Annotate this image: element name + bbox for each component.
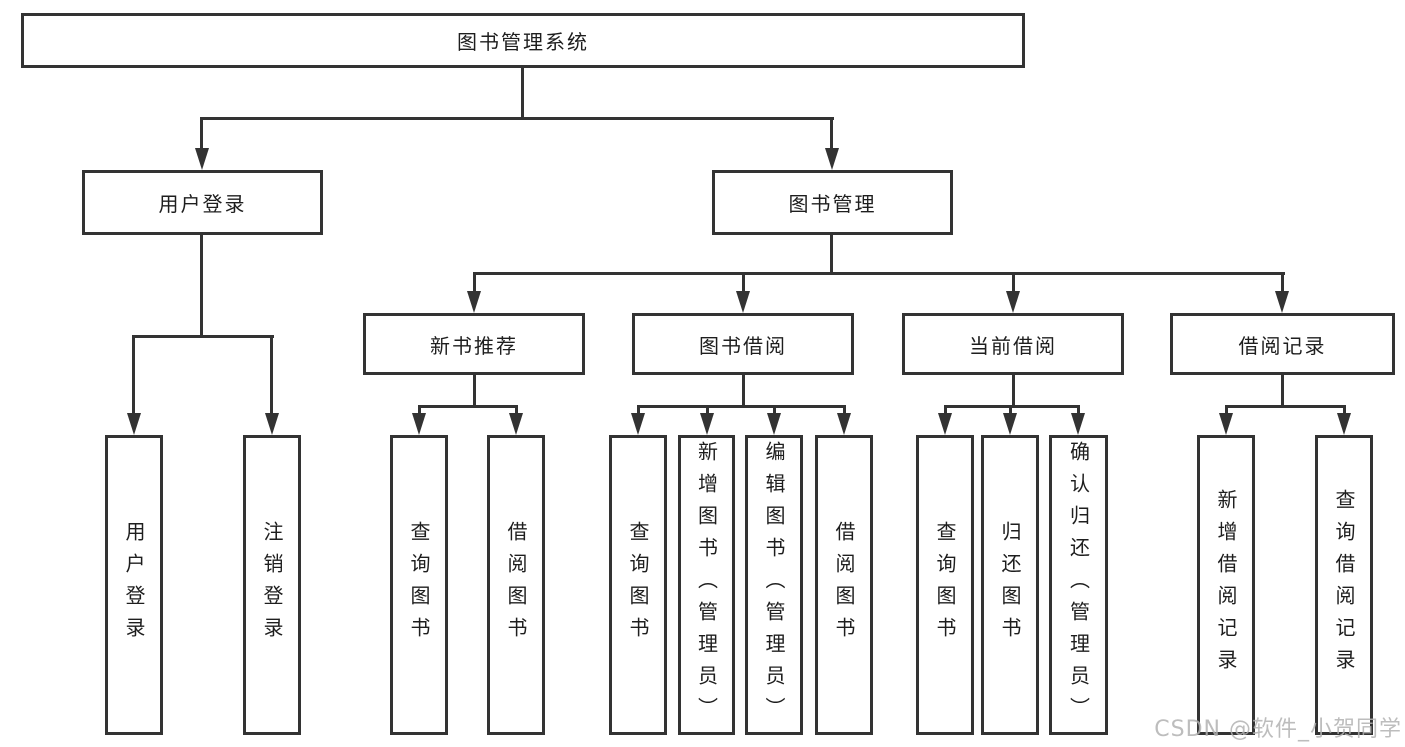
arrowhead-s2-leaf-0-icon	[938, 413, 952, 435]
node-section-label: 图书借阅	[699, 333, 787, 358]
leaf-user-login: 用户登录	[105, 435, 163, 735]
connector-drop-sec-3	[1281, 272, 1284, 291]
connector-root-stem	[521, 68, 524, 118]
leaf-label: 查询图书	[626, 521, 650, 649]
connector-drop-s2-leaf-2	[1077, 405, 1080, 415]
connector-sec-2-rail	[944, 405, 1080, 408]
arrowhead-s3-leaf-0-icon	[1219, 413, 1233, 435]
leaf-edit-book-admin: 编辑图书（管理员）	[745, 435, 803, 735]
arrowhead-s2-leaf-1-icon	[1003, 413, 1017, 435]
arrowhead-book-mgmt-icon	[825, 148, 839, 170]
connector-drop-s3-leaf-0	[1225, 405, 1228, 415]
connector-sec-2-stem	[1012, 375, 1015, 408]
leaf-label: 注销登录	[260, 521, 284, 649]
leaf-label: 归还图书	[998, 521, 1022, 649]
arrowhead-user-login-icon	[195, 148, 209, 170]
connector-sec-0-rail	[418, 405, 518, 408]
connector-user-login-rail	[133, 335, 274, 338]
connector-drop-s3-leaf-1	[1343, 405, 1346, 415]
node-section-label: 借阅记录	[1238, 333, 1327, 358]
node-user-login: 用户登录	[82, 170, 323, 235]
arrowhead-s1-leaf-0-icon	[631, 413, 645, 435]
leaf-borrow-book-s0: 借阅图书	[487, 435, 545, 735]
leaf-label: 查询借阅记录	[1332, 489, 1356, 681]
node-root-label: 图书管理系统	[457, 30, 589, 54]
connector-drop-s0-leaf-1	[515, 405, 518, 415]
arrowhead-s3-leaf-1-icon	[1337, 413, 1351, 435]
arrowhead-ul-leaf-1-icon	[265, 413, 279, 435]
leaf-label: 新增图书（管理员）	[694, 441, 719, 729]
arrowhead-sec-1-icon	[736, 291, 750, 313]
connector-book-mgmt-stem	[830, 235, 833, 275]
connector-drop-s2-leaf-1	[1009, 405, 1012, 415]
node-root: 图书管理系统	[21, 13, 1025, 68]
leaf-label: 借阅图书	[832, 521, 856, 649]
connector-sec-3-stem	[1281, 375, 1284, 408]
node-section-label: 当前借阅	[969, 333, 1057, 358]
watermark: CSDN @软件_小贺同学	[1154, 717, 1402, 742]
arrowhead-s1-leaf-1-icon	[700, 413, 714, 435]
arrowhead-sec-2-icon	[1006, 291, 1020, 313]
leaf-label: 新增借阅记录	[1214, 489, 1238, 681]
node-book-mgmt: 图书管理	[712, 170, 953, 235]
connector-sec-0-stem	[473, 375, 476, 408]
connector-sec-1-stem	[742, 375, 745, 408]
connector-drop-sec-1	[742, 272, 745, 291]
connector-drop-s1-leaf-2	[773, 405, 776, 415]
arrowhead-s0-leaf-1-icon	[509, 413, 523, 435]
node-user-login-label: 用户登录	[158, 192, 247, 216]
connector-drop-ul-leaf-1	[270, 335, 273, 413]
leaf-query-borrow-record: 查询借阅记录	[1315, 435, 1373, 735]
leaf-label: 用户登录	[122, 521, 146, 649]
node-book-mgmt-label: 图书管理	[788, 192, 877, 216]
connector-drop-sec-2	[1012, 272, 1015, 291]
arrowhead-sec-3-icon	[1275, 291, 1289, 313]
connector-level2-rail	[201, 117, 834, 120]
node-section-label: 新书推荐	[430, 333, 518, 358]
leaf-label: 确认归还（管理员）	[1066, 441, 1091, 729]
leaf-query-book-s2: 查询图书	[916, 435, 974, 735]
leaf-query-book-s0: 查询图书	[390, 435, 448, 735]
node-section-current-borrow: 当前借阅	[902, 313, 1124, 375]
leaf-label: 借阅图书	[504, 521, 528, 649]
leaf-confirm-return-admin: 确认归还（管理员）	[1049, 435, 1108, 735]
arrowhead-s0-leaf-0-icon	[412, 413, 426, 435]
connector-drop-s0-leaf-0	[418, 405, 421, 415]
arrowhead-s2-leaf-2-icon	[1071, 413, 1085, 435]
leaf-query-book-s1: 查询图书	[609, 435, 667, 735]
node-section-book-borrow: 图书借阅	[632, 313, 854, 375]
leaf-add-borrow-record: 新增借阅记录	[1197, 435, 1255, 735]
connector-user-login-stem	[200, 235, 203, 336]
connector-drop-s1-leaf-0	[637, 405, 640, 415]
connector-sec-1-rail	[637, 405, 846, 408]
leaf-logout: 注销登录	[243, 435, 301, 735]
connector-drop-s1-leaf-3	[843, 405, 846, 415]
arrowhead-s1-leaf-2-icon	[767, 413, 781, 435]
connector-drop-user-login	[200, 117, 203, 148]
leaf-label: 查询图书	[933, 521, 957, 649]
leaf-borrow-book-s1: 借阅图书	[815, 435, 873, 735]
connector-drop-s2-leaf-0	[944, 405, 947, 415]
leaf-return-book: 归还图书	[981, 435, 1039, 735]
arrowhead-s1-leaf-3-icon	[837, 413, 851, 435]
connector-drop-ul-leaf-0	[132, 335, 135, 413]
node-section-borrow-record: 借阅记录	[1170, 313, 1395, 375]
node-section-new-book-rec: 新书推荐	[363, 313, 585, 375]
connector-sec-3-rail	[1225, 405, 1346, 408]
connector-drop-book-mgmt	[830, 117, 833, 148]
arrowhead-ul-leaf-0-icon	[127, 413, 141, 435]
connector-drop-sec-0	[473, 272, 476, 291]
leaf-add-book-admin: 新增图书（管理员）	[678, 435, 735, 735]
leaf-label: 编辑图书（管理员）	[762, 441, 786, 729]
connector-level3-rail	[473, 272, 1285, 275]
connector-drop-s1-leaf-1	[706, 405, 709, 415]
arrowhead-sec-0-icon	[467, 291, 481, 313]
leaf-label: 查询图书	[407, 521, 431, 649]
